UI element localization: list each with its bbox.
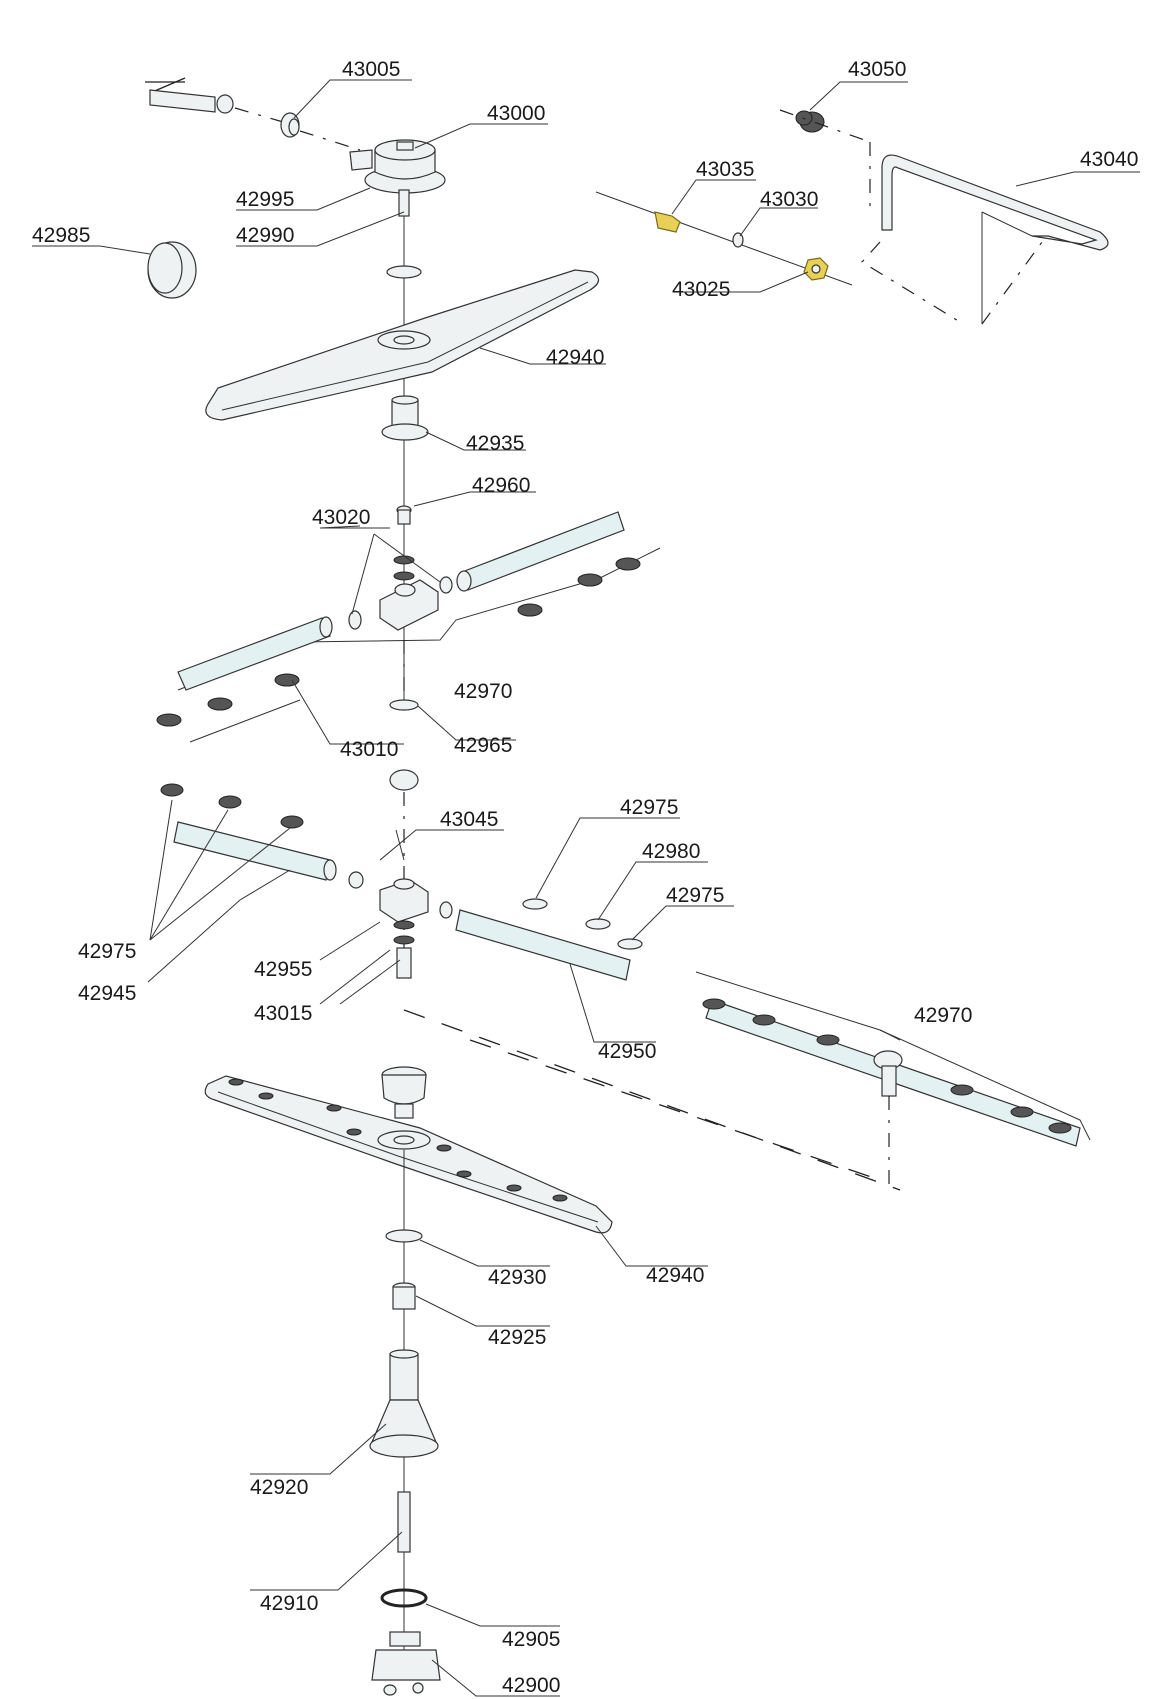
label-42910: 42910 bbox=[260, 1592, 318, 1615]
label-42975-b: 42975 bbox=[666, 884, 724, 907]
label-42995: 42995 bbox=[236, 188, 294, 211]
label-43045: 43045 bbox=[440, 808, 498, 831]
label-42970-top: 42970 bbox=[454, 680, 512, 703]
label-42960: 42960 bbox=[472, 474, 530, 497]
label-42930: 42930 bbox=[488, 1266, 546, 1289]
part-43015-fitting bbox=[396, 947, 412, 979]
label-42950: 42950 bbox=[598, 1040, 656, 1063]
label-42900: 42900 bbox=[502, 1674, 560, 1697]
label-42920: 42920 bbox=[250, 1476, 308, 1499]
part-43000-hub bbox=[349, 139, 446, 217]
label-42975-a: 42975 bbox=[620, 796, 678, 819]
part-42970-assembled-arm bbox=[695, 971, 1091, 1147]
upper-arm-assembly bbox=[156, 511, 661, 743]
part-42965-cap bbox=[389, 699, 419, 711]
label-43025: 43025 bbox=[672, 278, 730, 301]
label-42905: 42905 bbox=[502, 1628, 560, 1651]
label-43040: 43040 bbox=[1080, 148, 1138, 171]
label-42935: 42935 bbox=[466, 432, 524, 455]
label-43000: 43000 bbox=[487, 102, 545, 125]
part-43030-washer bbox=[732, 232, 744, 248]
label-42990: 42990 bbox=[236, 224, 294, 247]
part-43005-seal bbox=[280, 112, 300, 138]
label-42965: 42965 bbox=[454, 734, 512, 757]
label-42925: 42925 bbox=[488, 1326, 546, 1349]
part-42905-o-ring bbox=[380, 1588, 428, 1608]
label-43050: 43050 bbox=[848, 58, 906, 81]
part-42985-cap bbox=[147, 241, 197, 299]
label-43020: 43020 bbox=[312, 506, 370, 529]
cap-lower bbox=[389, 769, 419, 791]
label-42940-bottom: 42940 bbox=[646, 1264, 704, 1287]
o-ring-upper-2 bbox=[393, 571, 415, 581]
lower-arm-assembly bbox=[160, 783, 643, 981]
label-42970-right: 42970 bbox=[914, 1004, 972, 1027]
label-43015: 43015 bbox=[254, 1002, 312, 1025]
label-43010: 43010 bbox=[340, 738, 398, 761]
label-42955: 42955 bbox=[254, 958, 312, 981]
washer-top bbox=[386, 265, 422, 279]
o-ring-lower-1 bbox=[393, 920, 415, 930]
part-43025-nut bbox=[803, 257, 829, 281]
o-ring-lower-2 bbox=[393, 935, 415, 945]
label-42985: 42985 bbox=[32, 224, 90, 247]
lower-nut bbox=[381, 1066, 427, 1119]
label-42980: 42980 bbox=[642, 840, 700, 863]
part-42930-washer bbox=[385, 1229, 423, 1243]
part-43040-pipe bbox=[881, 154, 1109, 251]
label-43005: 43005 bbox=[342, 58, 400, 81]
part-42940-upper-spray-arm bbox=[205, 269, 600, 421]
o-ring-upper-1 bbox=[393, 555, 415, 565]
part-42925-bushing bbox=[392, 1282, 416, 1310]
label-42940-top: 42940 bbox=[546, 346, 604, 369]
part-42960-fitting bbox=[396, 505, 412, 525]
part-42935-nut bbox=[381, 395, 429, 441]
leader-lines bbox=[32, 79, 1140, 1697]
part-43050-grommet bbox=[795, 110, 825, 133]
label-42975-c: 42975 bbox=[78, 940, 136, 963]
label-43030: 43030 bbox=[760, 188, 818, 211]
part-42900-base bbox=[371, 1631, 441, 1696]
part-42920-pillar bbox=[369, 1349, 439, 1458]
part-42910-shaft bbox=[397, 1491, 411, 1553]
label-42945: 42945 bbox=[78, 982, 136, 1005]
part-42940-lower-spray-arm bbox=[204, 1075, 613, 1234]
supply-pipe bbox=[145, 77, 291, 125]
part-43035-fitting bbox=[654, 211, 681, 233]
label-43035: 43035 bbox=[696, 158, 754, 181]
